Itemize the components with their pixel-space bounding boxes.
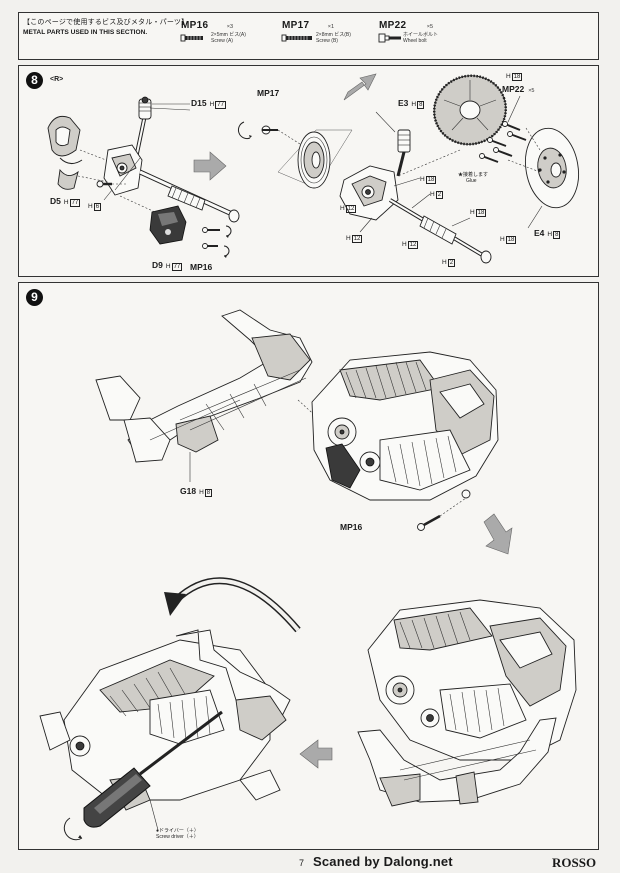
part-name: Screw (A) <box>211 38 233 44</box>
engine-upper <box>311 351 499 501</box>
part-name: Screw (B) <box>316 38 338 44</box>
part-qty: ×1 <box>327 24 335 30</box>
part-spec: ホイールボルト <box>403 32 439 38</box>
engine-lower-right <box>357 599 577 807</box>
arrow-down-icon <box>483 513 513 555</box>
header-title-en: METAL PARTS USED IN THIS SECTION. <box>23 29 148 36</box>
screw-b-icon <box>281 34 312 42</box>
header-title-jp: 【このページで使用するビス及びメタル・パーツ】 <box>23 19 189 26</box>
step-8-number: 8 <box>26 72 43 89</box>
part-mp17: MP17 ×1 2×8mm ビス(B) Screw (B) <box>281 15 377 44</box>
part-code: MP16 <box>181 20 209 31</box>
brand-name: ROSSO <box>552 855 597 870</box>
gear-and-rotor <box>397 74 579 209</box>
driver-note: ●ドライバー（＋）Screw driver（＋） <box>156 828 199 840</box>
screwdriver-icon <box>63 710 223 841</box>
label-mp16-step9: MP16 <box>340 522 363 532</box>
part-spec: 2×8mm ビス(B) <box>316 32 351 38</box>
rotate-arrow-icon <box>164 577 301 633</box>
engine-lower-left <box>39 629 291 811</box>
part-mp16: MP16 ×3 2×5mm ビス(A) Screw (A) <box>180 15 271 44</box>
brake-rotor-center <box>237 121 353 189</box>
arrow-down-left-icon <box>343 73 377 101</box>
metal-parts-header: 【このページで使用するビス及びメタル・パーツ】 METAL PARTS USED… <box>18 12 599 60</box>
part-spec: 2×5mm ビス(A) <box>211 32 246 38</box>
subframe-upper <box>95 309 321 482</box>
page-number: 7 <box>299 858 305 868</box>
part-code: MP22 <box>379 20 407 31</box>
arrow-left-icon <box>299 739 333 769</box>
part-qty: ×5 <box>426 24 434 30</box>
arrow-right-icon <box>193 151 227 181</box>
label-mp16-step8: MP16 <box>190 262 213 272</box>
upright-assembly-left <box>47 96 240 258</box>
scan-credit: Scaned by Dalong.net <box>313 854 453 869</box>
label-mp17: MP17 <box>257 88 280 98</box>
part-mp22: MP22 ×5 ホイールボルト Wheel bolt <box>378 15 474 44</box>
step-9-number: 9 <box>26 289 43 306</box>
label-mp22: MP22×5 <box>502 84 535 94</box>
part-qty: ×3 <box>226 24 234 30</box>
upright-assembly-center <box>339 129 492 264</box>
step-8-side-label: <R> <box>50 76 64 83</box>
wheel-bolt-icon <box>378 33 401 43</box>
part-code: MP17 <box>282 20 310 31</box>
screw-a-icon <box>180 34 203 42</box>
screw-mp16-icon <box>417 497 467 531</box>
part-name: Wheel bolt <box>403 38 427 44</box>
